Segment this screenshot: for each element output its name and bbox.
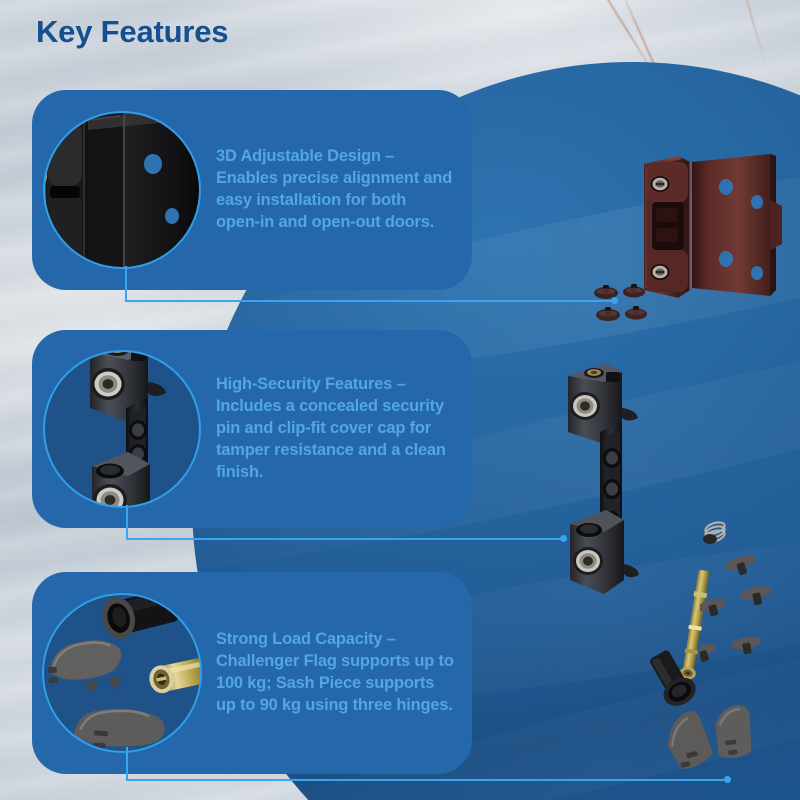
product-sash-piece bbox=[568, 364, 639, 594]
feature-card-3d-adjustable-design[interactable]: 3D Adjustable Design – Enables precise a… bbox=[32, 90, 472, 290]
product-trim-caps bbox=[667, 705, 752, 769]
product-long-bolt bbox=[679, 569, 710, 680]
feature-card-text: Strong Load Capacity – Challenger Flag s… bbox=[216, 630, 454, 714]
feature-card-text: 3D Adjustable Design – Enables precise a… bbox=[216, 147, 453, 231]
product-black-sleeve bbox=[650, 650, 696, 706]
product-spring-clip bbox=[703, 521, 726, 544]
sash-piece-hinge-body-photo bbox=[44, 351, 200, 507]
product-cover-caps-group bbox=[594, 284, 647, 321]
page-title: Key Features bbox=[36, 14, 229, 49]
feature-photo-3d-adjustable-design bbox=[32, 90, 212, 290]
feature-card-text: High-Security Features – Includes a conc… bbox=[216, 375, 446, 481]
feature-photo-high-security bbox=[32, 330, 212, 528]
feature-card-high-security[interactable]: High-Security Features – Includes a conc… bbox=[32, 330, 472, 528]
feature-card-load-capacity[interactable]: Strong Load Capacity – Challenger Flag s… bbox=[32, 572, 472, 774]
black-hinge-closeup-photo bbox=[44, 112, 200, 268]
product-assembled-hinge bbox=[644, 154, 782, 298]
product-push-pins bbox=[700, 555, 772, 663]
feature-photo-load-capacity bbox=[32, 572, 212, 774]
cover-caps-and-bolt-photo bbox=[42, 593, 202, 753]
